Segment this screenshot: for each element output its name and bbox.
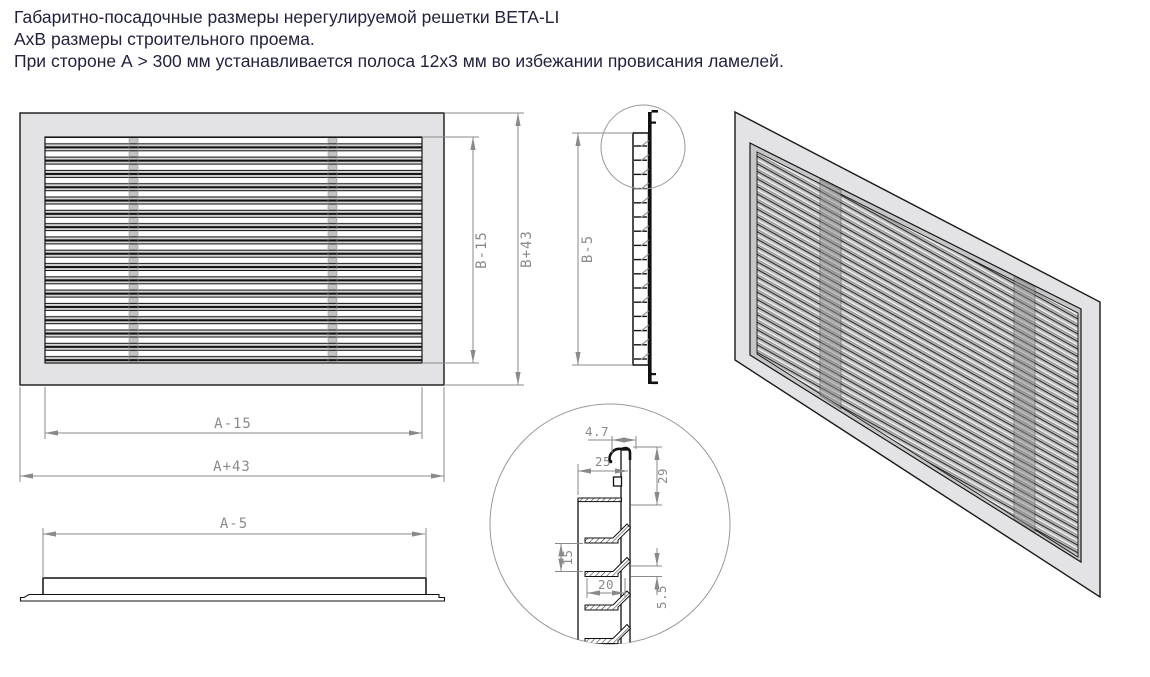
front-lamellas [45,137,422,363]
detail-hook-tip [608,459,613,464]
perspective-support-bar-left [819,178,842,410]
detail-callout-circle [600,104,686,190]
dim-b15 [422,136,479,364]
side-view: B-5 [572,104,686,385]
dim-15 [555,543,583,572]
bottom-view: A-5 [19,516,446,602]
dim-b5-label: B-5 [580,235,596,263]
detail-hook [608,446,632,463]
dim-a15-label: A-15 [214,416,252,432]
title-line-2: АхВ размеры строительного проема. [14,29,315,49]
title-block: Габаритно-посадочные размеры нерегулируе… [14,6,784,72]
detail-face-strip [620,449,631,644]
dim-15-label: 15 [560,549,575,565]
bottom-body [42,577,427,596]
dim-55-label: 5.5 [654,585,669,609]
detail-notch [612,476,623,487]
title-line-3: При стороне А > 300 мм устанавливается п… [14,51,784,71]
support-bar-left [128,136,139,364]
dim-b43-label: B+43 [519,230,535,268]
hook-tick [651,110,658,113]
dim-20-label: 20 [598,577,614,592]
dim-25 [577,464,628,495]
perspective-support-bar-right [1013,276,1036,534]
dim-29 [631,446,662,506]
front-opening-outline [44,136,423,364]
dim-a15 [44,387,423,439]
side-face-flange [648,112,652,384]
detail-lamellas [584,523,632,644]
dim-47-label: 4.7 [585,424,609,439]
dim-20 [586,578,626,598]
dim-55 [631,548,662,595]
dim-a5 [42,528,427,578]
detail-top-wall [577,497,622,503]
dim-b5 [572,132,633,366]
dim-b15-label: B-15 [474,231,490,269]
bottom-flange [19,593,446,602]
front-view: B-15 B+43 A-15 A+43 [19,112,535,482]
hook-tick [651,121,656,124]
dim-29-label: 29 [655,468,670,484]
dim-b43 [444,112,524,386]
dim-a43 [19,387,445,482]
hook-tick [651,373,656,376]
detail-view: 4.7 25 29 15 [489,403,731,645]
perspective-view [734,110,1101,599]
dim-a5-label: A-5 [220,516,248,532]
dim-a43-label: A+43 [213,459,251,475]
hook-tick [651,381,658,385]
support-bar-right [327,136,338,364]
dim-25-label: 25 [595,454,611,469]
title-line-1: Габаритно-посадочные размеры нерегулируе… [14,7,560,27]
